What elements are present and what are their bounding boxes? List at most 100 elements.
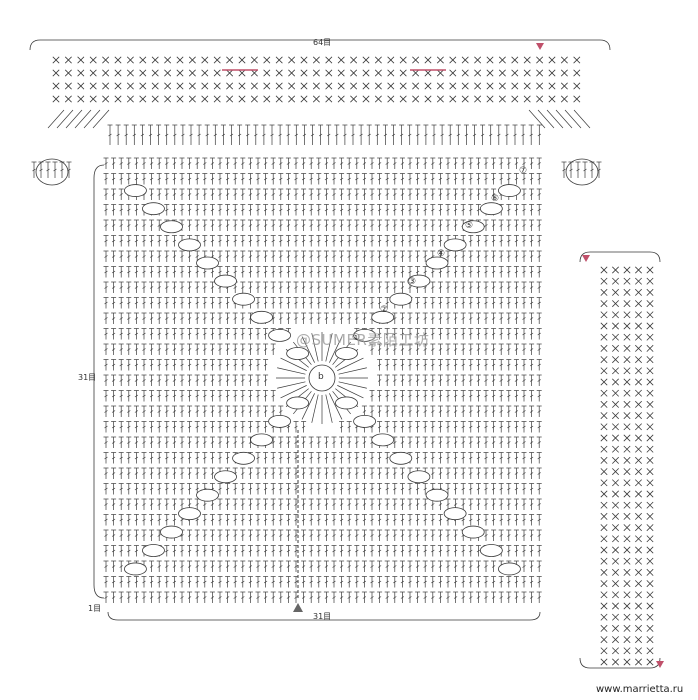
- dc-stitch: [475, 560, 481, 572]
- dc-stitch: [323, 188, 329, 200]
- sc-stitch: [612, 456, 619, 464]
- dc-stitch: [308, 467, 314, 479]
- dc-stitch: [263, 483, 269, 495]
- dc-stitch: [475, 266, 481, 278]
- sc-stitch: [635, 647, 642, 655]
- dc-stitch: [346, 452, 352, 464]
- sc-stitch: [201, 69, 209, 77]
- dc-stitch: [529, 560, 535, 572]
- dc-stitch: [399, 560, 405, 572]
- dc-stitch: [453, 560, 459, 572]
- dc-stitch: [156, 173, 162, 185]
- dc-stitch: [301, 281, 307, 293]
- dc-stitch: [204, 124, 210, 145]
- dc-stitch: [331, 467, 337, 479]
- dc-stitch: [156, 467, 162, 479]
- dc-stitch: [354, 312, 360, 324]
- dc-stitch: [323, 219, 329, 231]
- sc-stitch: [612, 490, 619, 498]
- dc-stitch: [278, 467, 284, 479]
- dc-stitch: [392, 328, 398, 340]
- dc-stitch: [133, 266, 139, 278]
- dc-stitch: [217, 529, 223, 541]
- dc-stitch: [491, 529, 497, 541]
- dc-stitch: [316, 312, 322, 324]
- dc-stitch: [323, 514, 329, 526]
- dc-stitch: [407, 250, 413, 262]
- sc-stitch: [600, 445, 608, 453]
- dc-stitch: [270, 483, 276, 495]
- dc-stitch: [270, 591, 276, 603]
- start-arrow-marker: [536, 43, 544, 50]
- dc-stitch: [460, 173, 466, 185]
- dc-stitch: [301, 498, 307, 510]
- dc-stitch: [141, 343, 147, 355]
- sc-stitch: [600, 378, 608, 386]
- dc-stitch: [346, 250, 352, 262]
- dc-stitch: [293, 188, 299, 200]
- dc-stitch: [529, 452, 535, 464]
- dc-stitch: [521, 266, 527, 278]
- dc-stitch: [187, 421, 193, 433]
- dc-stitch: [179, 173, 185, 185]
- dc-stitch: [103, 421, 109, 433]
- dc-stitch: [232, 483, 238, 495]
- dc-stitch: [369, 343, 375, 355]
- sc-stitch: [139, 82, 147, 90]
- sc-stitch: [64, 69, 72, 77]
- dc-stitch: [453, 591, 459, 603]
- dc-stitch: [392, 529, 398, 541]
- dc-stitch: [377, 560, 383, 572]
- dc-stitch: [263, 514, 269, 526]
- dc-stitch: [445, 483, 451, 495]
- dc-stitch: [171, 374, 177, 386]
- dc-stitch: [491, 374, 497, 386]
- dc-stitch: [513, 359, 519, 371]
- dc-stitch: [247, 173, 253, 185]
- dc-stitch: [194, 591, 200, 603]
- dc-stitch: [468, 483, 474, 495]
- dc-stitch: [498, 359, 504, 371]
- dc-stitch: [156, 266, 162, 278]
- dc-stitch: [437, 452, 443, 464]
- dc-stitch: [455, 124, 461, 145]
- dc-stitch: [179, 545, 185, 557]
- sc-stitch: [89, 82, 97, 90]
- dc-stitch: [285, 483, 291, 495]
- dc-stitch: [483, 173, 489, 185]
- dc-stitch: [529, 576, 535, 588]
- dc-stitch: [103, 483, 109, 495]
- dc-stitch: [513, 281, 519, 293]
- dc-stitch: [171, 328, 177, 340]
- sc-stitch: [151, 95, 159, 103]
- dc-stitch: [164, 514, 170, 526]
- dc-stitch: [141, 374, 147, 386]
- dc-stitch: [521, 467, 527, 479]
- dc-stitch: [202, 328, 208, 340]
- dc-stitch: [498, 405, 504, 417]
- dc-stitch: [377, 173, 383, 185]
- dc-stitch: [209, 405, 215, 417]
- dc-stitch: [278, 498, 284, 510]
- dc-stitch: [536, 452, 542, 464]
- dc-stitch: [126, 157, 132, 169]
- dc-stitch: [430, 312, 436, 324]
- dc-stitch: [232, 312, 238, 324]
- dc-stitch: [316, 266, 322, 278]
- dc-stitch: [331, 188, 337, 200]
- dc-stitch: [422, 173, 428, 185]
- dc-stitch: [111, 405, 117, 417]
- sc-stitch: [600, 546, 608, 554]
- dc-stitch: [480, 124, 486, 145]
- dc-stitch: [164, 204, 170, 216]
- dc-stitch: [187, 452, 193, 464]
- dc-stitch: [439, 124, 445, 145]
- dc-stitch: [149, 560, 155, 572]
- sc-stitch: [600, 300, 608, 308]
- dc-stitch: [346, 436, 352, 448]
- sc-stitch: [600, 602, 608, 610]
- chain-loop: [479, 202, 503, 216]
- sc-stitch: [511, 56, 519, 64]
- dc-stitch: [171, 188, 177, 200]
- dc-stitch: [209, 436, 215, 448]
